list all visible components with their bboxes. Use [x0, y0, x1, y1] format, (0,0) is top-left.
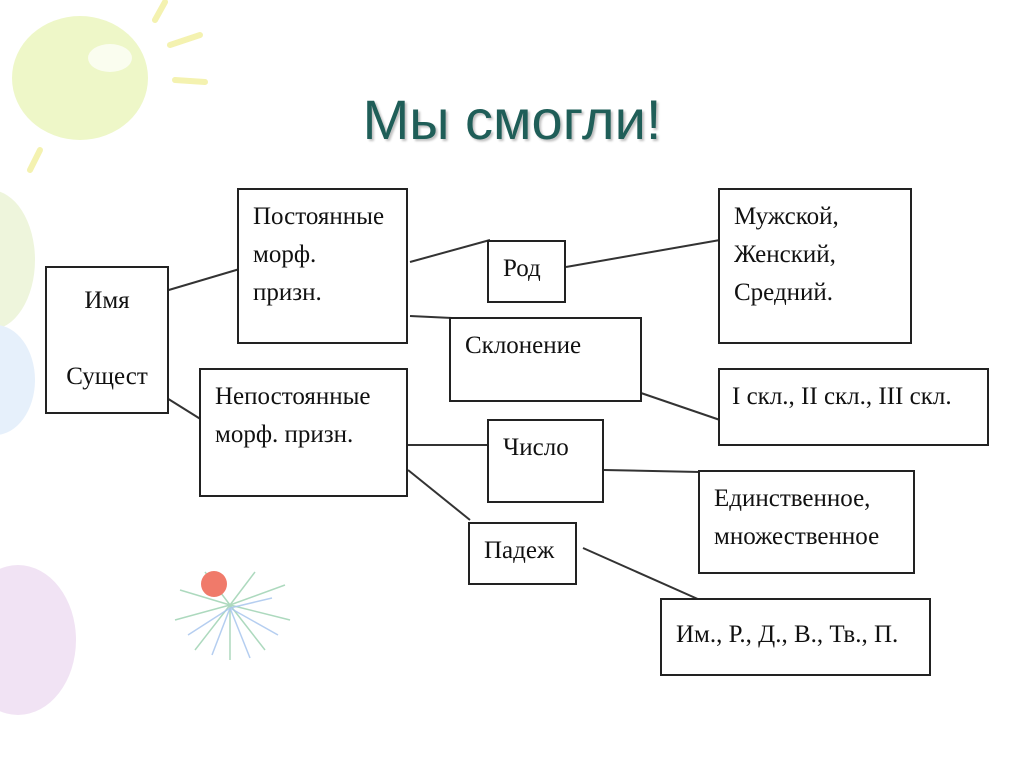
- node-padezh-values: Им., Р., Д., В., Тв., П.: [660, 598, 931, 676]
- node-imya-sushchestvitelnoe: Имя Сущест: [45, 266, 169, 414]
- node-rod-values: Мужской, Женский, Средний.: [718, 188, 912, 344]
- balloon-green-edge: [0, 191, 35, 329]
- node-nepostoyannye-priznaki: Непостоянные морф. призн.: [199, 368, 408, 497]
- node-sklonenie: Склонение: [449, 317, 642, 402]
- connector-nepost-padezh: [407, 469, 471, 521]
- node-chislo-values: Единственное, множественное: [698, 470, 915, 574]
- balloon-yellow: [12, 16, 148, 140]
- connector-post-sklon: [409, 315, 453, 319]
- connector-rod-vals: [565, 239, 721, 268]
- page-title: Мы смогли!: [362, 88, 662, 151]
- connector-sklon-vals: [640, 392, 721, 421]
- sun-rays: [27, 0, 208, 173]
- node-postoyannye-priznaki: Постоянные морф. призн.: [237, 188, 408, 344]
- node-chislo: Число: [487, 419, 604, 503]
- balloon-blue-edge: [0, 325, 35, 435]
- connector-padezh-vals: [582, 547, 701, 601]
- firework-icon: [174, 571, 291, 660]
- connector-imya-post: [161, 267, 244, 293]
- balloon-purple: [0, 565, 76, 715]
- node-sklonenie-values: I скл., II скл., III скл.: [718, 368, 989, 446]
- node-padezh: Падеж: [468, 522, 577, 585]
- node-rod: Род: [487, 240, 566, 303]
- connector-post-rod: [409, 239, 491, 263]
- connector-chislo-vals: [603, 469, 701, 473]
